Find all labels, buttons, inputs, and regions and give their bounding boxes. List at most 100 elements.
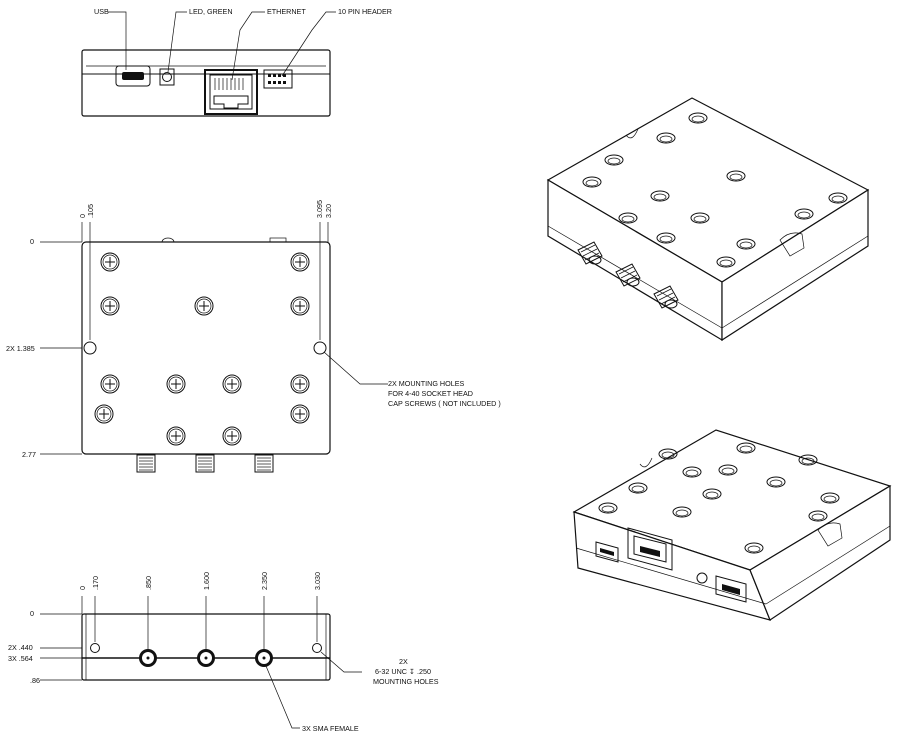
screw-hole [736, 238, 756, 250]
screw-hole [828, 192, 848, 204]
iso1-screws [582, 112, 848, 268]
iso1-notch [625, 128, 639, 139]
dim-x-320: 3.20 [324, 204, 333, 218]
iso2-notch [639, 457, 653, 468]
screw-hole [690, 212, 710, 224]
screw-hole [718, 464, 738, 476]
header-leader [281, 11, 336, 77]
ten-pin-header [263, 69, 293, 89]
header-pins [268, 74, 286, 84]
mounting-note-line-3: CAP SCREWS ( NOT INCLUDED ) [388, 399, 501, 408]
screw-head [194, 296, 214, 316]
plan-view-enclosure [81, 241, 331, 455]
screw-hole [744, 542, 764, 554]
screw-hole [582, 176, 602, 188]
screw-head [290, 252, 310, 272]
led-green [162, 72, 172, 82]
usb-port [115, 65, 151, 87]
screw-hole [798, 454, 818, 466]
threaded-hole-left [90, 643, 100, 653]
dim-x-3095: 3.095 [315, 200, 324, 218]
side-sma-connectors [139, 649, 273, 667]
side-dim-y-86: .86 [30, 676, 40, 685]
top-view: USB LED, GREEN ETHERNET 10 PIN HEADER [81, 7, 392, 117]
sma-face [139, 649, 157, 667]
screw-head [100, 374, 120, 394]
hole-note-line-2: 6-32 UNC ↧ .250 [375, 667, 431, 676]
sma-label: 3X SMA FEMALE [302, 724, 359, 733]
sma-connector [254, 454, 274, 473]
screw-hole [598, 502, 618, 514]
iso1-mount-cutout [779, 232, 805, 257]
sma-connector [577, 241, 603, 265]
screw-head [166, 374, 186, 394]
side-dim-y-0: 0 [30, 609, 34, 618]
screw-hole [820, 492, 840, 504]
dim-x-0: 0 [78, 214, 87, 218]
plan-screws [94, 252, 310, 446]
screw-head [94, 404, 114, 424]
screw-hole [656, 232, 676, 244]
ethernet-jack [204, 69, 258, 115]
hole-note-line-3: MOUNTING HOLES [373, 677, 439, 686]
mounting-note-line-1: 2X MOUNTING HOLES [388, 379, 464, 388]
isometric-view-sma-side [546, 97, 870, 342]
callout-led: LED, GREEN [189, 7, 233, 16]
screw-hole [650, 190, 670, 202]
dim-x-105: .105 [86, 204, 95, 218]
iso2-usb-port [715, 575, 747, 603]
dim-y-0: 0 [30, 237, 34, 246]
side-x-dimensions: 0 .170 .850 1.600 2.350 3.030 [78, 572, 322, 590]
hole-note-leader [320, 651, 362, 673]
screw-head [290, 374, 310, 394]
hole-note-line-1: 2X [399, 657, 408, 666]
screw-hole [688, 112, 708, 124]
ethernet-leader [231, 11, 265, 81]
screw-hole [672, 506, 692, 518]
screw-hole [716, 256, 736, 268]
screw-head [100, 252, 120, 272]
side-dim-x-0: 0 [78, 586, 87, 590]
side-dim-y-440: 2X .440 [8, 643, 33, 652]
screw-hole [682, 466, 702, 478]
mounting-note-leader [323, 351, 388, 385]
screw-hole [604, 154, 624, 166]
screw-head [166, 426, 186, 446]
iso1-side-face [721, 188, 869, 342]
sma-connector [615, 263, 641, 287]
screw-hole [628, 482, 648, 494]
iso2-ethernet-jack [627, 527, 673, 571]
iso1-sma-connectors [577, 241, 679, 309]
plan-sma-connectors [136, 454, 274, 473]
led-housing [159, 68, 175, 86]
iso2-header [595, 541, 619, 563]
side-dim-x-3030: 3.030 [313, 572, 322, 590]
sma-face [197, 649, 215, 667]
side-dim-x-850: .850 [144, 576, 153, 590]
screw-hole [794, 208, 814, 220]
led-leader [167, 11, 187, 73]
callout-usb: USB [94, 7, 109, 16]
screw-hole [656, 132, 676, 144]
side-dim-x-1600: 1.600 [202, 572, 211, 590]
screw-hole [702, 488, 722, 500]
side-dim-y-564: 3X .564 [8, 654, 33, 663]
callout-ethernet: ETHERNET [267, 7, 306, 16]
ethernet-pins [213, 78, 249, 109]
threaded-hole-right [312, 643, 322, 653]
usb-connector [122, 72, 144, 80]
sma-face [255, 649, 273, 667]
dim-y-277: 2.77 [22, 450, 36, 459]
dim-y-1385: 2X 1.385 [6, 344, 35, 353]
screw-hole [726, 170, 746, 182]
screw-hole [736, 442, 756, 454]
side-dim-x-2350: 2.350 [260, 572, 269, 590]
screw-hole [766, 476, 786, 488]
plan-view: 0 .105 3.095 3.20 0 2X 1.385 2.77 [6, 200, 501, 473]
screw-hole [658, 448, 678, 460]
iso2-led [696, 572, 708, 584]
screw-hole [618, 212, 638, 224]
sma-connector [195, 454, 215, 473]
top-notch [161, 237, 175, 243]
screw-head [222, 426, 242, 446]
